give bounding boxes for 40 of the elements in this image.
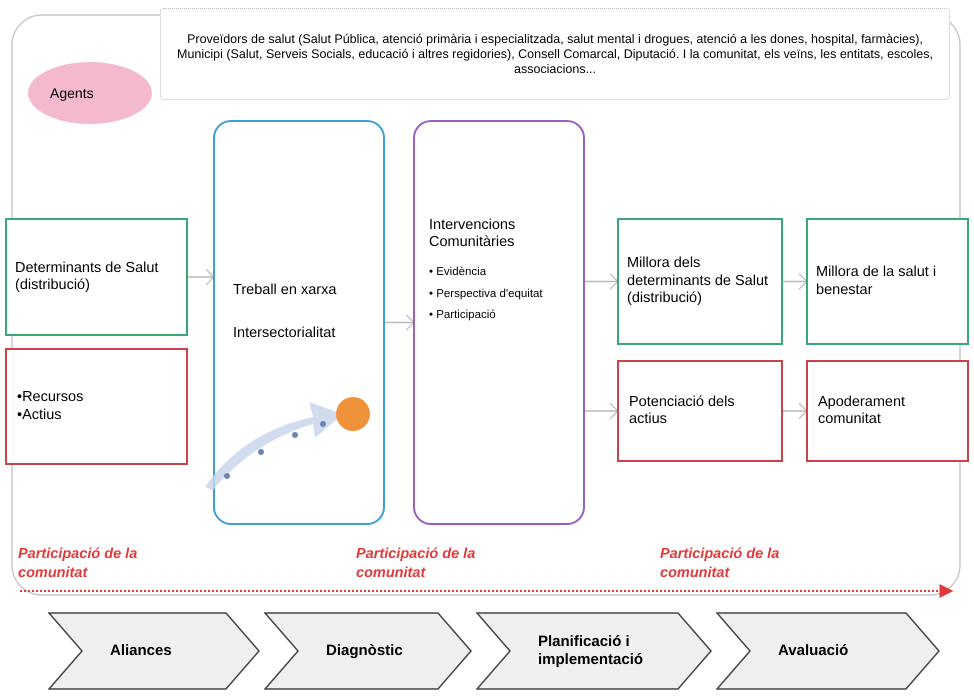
process-box xyxy=(617,360,783,462)
bullet-text: • Perspectiva d'equitat xyxy=(429,288,544,302)
process-box xyxy=(806,360,969,462)
process-box xyxy=(617,218,783,345)
arrow xyxy=(585,402,618,420)
node-text: Potenciació dels actius xyxy=(629,394,736,428)
node-text: Avaluació xyxy=(778,642,850,660)
node-text: Treball en xarxa xyxy=(233,282,338,300)
arrow xyxy=(585,272,618,290)
node-text: •Recursos xyxy=(17,389,84,406)
bullet-text: • Evidència xyxy=(429,266,488,280)
phase-note: Participació de la comunitat xyxy=(356,545,476,583)
node-text: Diagnòstic xyxy=(326,642,404,660)
node-text: Intersectorialitat xyxy=(233,325,336,343)
process-box xyxy=(5,218,188,336)
node-text: Aliances xyxy=(110,642,173,660)
phase-step xyxy=(476,612,712,690)
arrow xyxy=(783,272,808,290)
agents-list-box xyxy=(160,8,950,100)
phase-step xyxy=(716,612,940,690)
node-text: •Actius xyxy=(17,406,63,424)
phase-note: Participació de la comunitat xyxy=(18,545,138,583)
phase-step xyxy=(48,612,260,690)
node-text: Planificació i implementació xyxy=(538,633,644,669)
arrow xyxy=(783,402,808,420)
process-box xyxy=(806,218,969,345)
node-text: Apoderament comunitat xyxy=(818,394,906,428)
column-heading: Intervencions Comunitàries xyxy=(429,217,516,252)
arrow xyxy=(188,268,214,286)
process-box xyxy=(5,348,188,465)
arrow xyxy=(385,314,414,332)
phase-note: Participació de la comunitat xyxy=(660,545,780,583)
stage-column xyxy=(413,120,585,525)
node-text: Agents xyxy=(50,84,95,102)
node-text: Millora de la salut i benestar xyxy=(816,264,938,299)
phase-step xyxy=(264,612,472,690)
bullet-text: • Participació xyxy=(429,309,497,324)
node-text: Determinants de Salut (distribució) xyxy=(15,260,160,294)
node-text: Millora dels determinants de Salut (distribució) xyxy=(627,255,770,308)
node-text: Proveïdors de salut (Salut Pública, atenció primària i especialitzada, salut mental i drogues, atenció a les dones, hospital, farmàcies), Municipi (Salut, Serveis Socials, educació i altres regidories), Consell Comarcal, Diputació. I la comunitat, els veïns, les entitats, escoles, associacions... xyxy=(176,32,934,76)
